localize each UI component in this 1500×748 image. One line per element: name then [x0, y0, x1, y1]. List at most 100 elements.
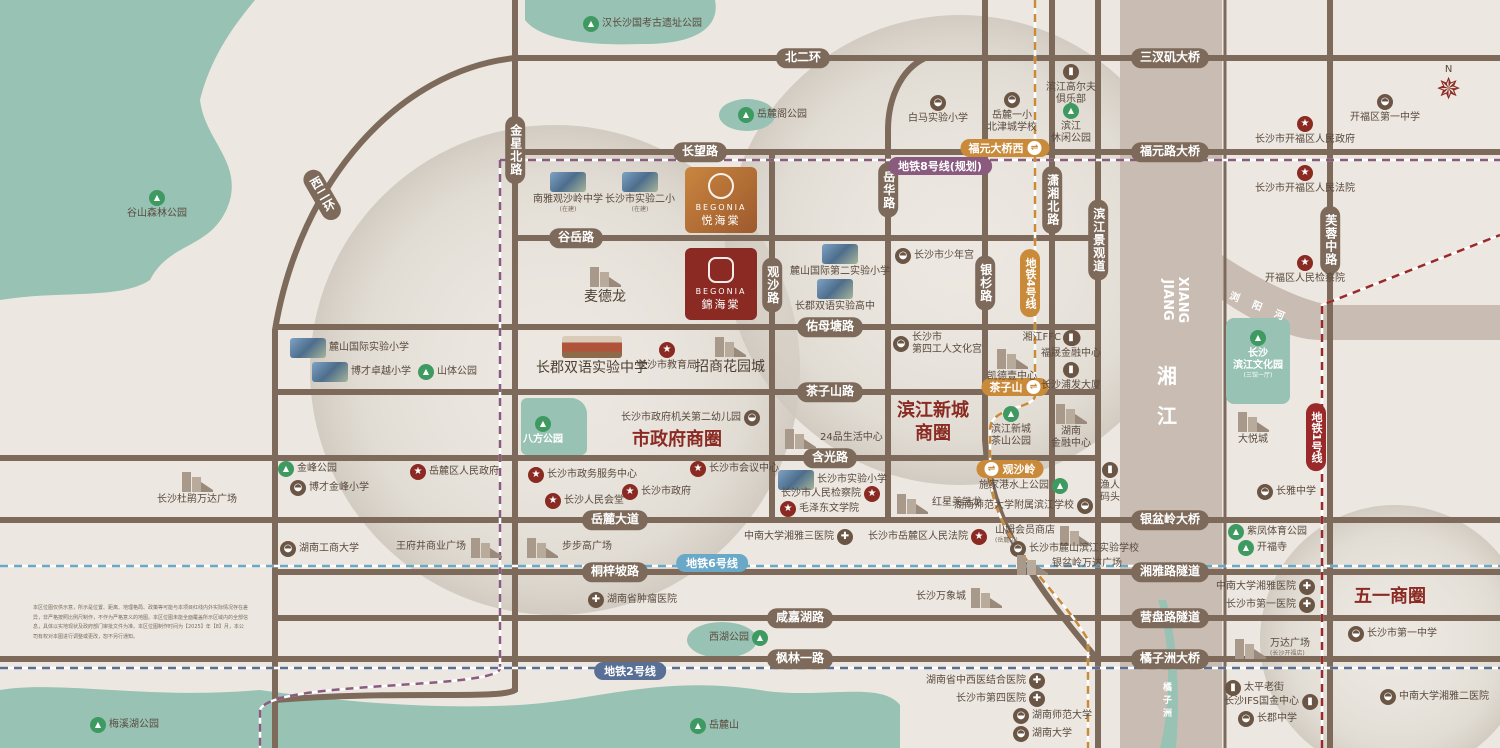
poi-hospital[interactable]: 湖南省中西医结合医院✚: [926, 673, 1045, 689]
poi-name: 麦德龙: [584, 289, 626, 305]
poi-building[interactable]: ▮滨江高尔夫 俱乐部: [1046, 64, 1096, 106]
poi-hospital[interactable]: 中南大学湘雅三医院✚: [744, 529, 853, 545]
poi-school[interactable]: ◒白马实验小学: [908, 95, 968, 125]
poi-park[interactable]: ▲开福寺: [1238, 540, 1287, 556]
poi-school[interactable]: ◒湖南工商大学: [280, 541, 359, 557]
hospital-icon: ✚: [1029, 673, 1045, 689]
poi-park[interactable]: ▲八方公园: [523, 416, 563, 446]
metro-station[interactable]: ⇌观沙岭: [976, 460, 1044, 478]
poi-mall[interactable]: 大悦城: [1236, 410, 1270, 446]
poi-school[interactable]: ◒湖南大学: [1013, 726, 1072, 742]
poi-hospital[interactable]: 长沙市第一医院✚: [1226, 597, 1315, 613]
poi-park[interactable]: ▲滨江 休闲公园: [1051, 103, 1091, 145]
poi-star[interactable]: ★长沙人民会堂: [545, 493, 624, 509]
poi-mall[interactable]: 麦德龙: [584, 265, 626, 306]
poi-photo-red[interactable]: 长郡双语实验中学: [536, 336, 648, 377]
poi-label-group: 长沙市教育局: [637, 360, 697, 372]
poi-park[interactable]: ▲山体公园: [418, 364, 477, 380]
poi-school[interactable]: 湖南师范大学附属滨江学校◒: [954, 498, 1093, 514]
poi-park[interactable]: ▲紫凤体育公园: [1228, 524, 1307, 540]
poi-mall[interactable]: 长沙万象城: [916, 586, 1003, 608]
metro-icon: ⇌: [1027, 141, 1042, 155]
poi-photo[interactable]: 长沙市实验二小(在建): [605, 172, 675, 213]
poi-school[interactable]: ◒博才金峰小学: [290, 480, 369, 496]
poi-name: 长郡中学: [1257, 713, 1297, 724]
poi-star[interactable]: 长沙市岳麓区人民法院★: [868, 529, 987, 545]
poi-star[interactable]: ★长沙市开福区人民政府: [1255, 116, 1355, 146]
poi-star[interactable]: 长沙市人民检察院★: [781, 486, 880, 502]
metro-station[interactable]: 福元大桥西⇌: [960, 139, 1050, 157]
poi-mall[interactable]: 长沙杜鹃万达广场: [157, 470, 237, 506]
poi-hospital[interactable]: 中南大学湘雅医院✚: [1216, 579, 1315, 595]
poi-school[interactable]: 长沙市政府机关第二幼儿园◒: [621, 410, 760, 426]
poi-school[interactable]: ◒长沙市少年宫: [895, 248, 974, 264]
poi-park[interactable]: ▲岳麓山: [690, 718, 739, 734]
poi-star[interactable]: ★长沙市开福区人民法院: [1255, 165, 1355, 195]
poi-star[interactable]: ★长沙市政府: [622, 484, 691, 500]
school-icon: ◒: [1348, 626, 1364, 642]
poi-building[interactable]: 长沙IFS国金中心▮: [1224, 694, 1318, 710]
poi-school[interactable]: ◒长沙市麓山滨江实验学校: [1010, 541, 1139, 557]
poi-photo[interactable]: 南雅观沙岭中学(在建): [533, 172, 603, 213]
poi-school[interactable]: ◒开福区第一中学: [1350, 94, 1420, 124]
poi-photo[interactable]: 长沙市实验小学: [778, 470, 887, 490]
poi-star[interactable]: ★岳麓区人民政府: [410, 464, 499, 480]
poi-mall[interactable]: 万达广场(长沙开福店): [1233, 637, 1310, 659]
poi-mall[interactable]: 红星美凯龙: [895, 492, 982, 514]
poi-park[interactable]: ▲汉长沙国考古遗址公园: [583, 16, 702, 32]
poi-photo[interactable]: 麓山国际实验小学: [290, 338, 409, 358]
poi-label-group: 招商花园城: [695, 359, 765, 376]
metro-station[interactable]: 茶子山⇌: [981, 378, 1049, 396]
poi-star[interactable]: ★长沙市会议中心: [690, 461, 779, 477]
project-yuehaitang[interactable]: BEGONIA 悦海棠: [685, 167, 757, 233]
poi-photo[interactable]: 博才卓越小学: [312, 362, 411, 382]
station-name: 福元大桥西: [968, 142, 1024, 155]
poi-name: 凯德壹中心: [987, 371, 1037, 382]
poi-mall[interactable]: 王府井商业广场: [396, 536, 503, 558]
poi-photo[interactable]: 长郡双语实验高中: [795, 279, 875, 313]
poi-hospital[interactable]: ✚湖南省肿瘤医院: [588, 592, 677, 608]
poi-building[interactable]: ▮福晟金融中心: [1041, 330, 1101, 360]
poi-mall[interactable]: 山姆会员商店(岳麓店): [995, 524, 1092, 546]
poi-park[interactable]: 施家港水上公园▲: [979, 478, 1068, 494]
poi-park[interactable]: ▲长沙 滨江文化园(三馆一厅): [1233, 330, 1283, 379]
poi-building[interactable]: ▮长沙浦发大厦: [1041, 362, 1101, 392]
poi-park[interactable]: ▲谷山森林公园: [127, 190, 187, 220]
poi-mall[interactable]: 银盆岭万达广场: [1015, 553, 1122, 575]
poi-mall[interactable]: 24品生活中心: [783, 427, 883, 449]
poi-park[interactable]: ▲金峰公园: [278, 461, 337, 477]
poi-star[interactable]: ★毛泽东文学院: [780, 501, 859, 517]
poi-school[interactable]: ◒中南大学湘雅二医院: [1380, 689, 1489, 705]
poi-mall[interactable]: 步步高广场: [525, 536, 612, 558]
poi-mall[interactable]: 招商花园城: [695, 335, 765, 376]
poi-mall[interactable]: 凯德壹中心: [987, 347, 1037, 383]
poi-star[interactable]: ★开福区人民检察院: [1265, 255, 1345, 285]
poi-building[interactable]: ▮渔人 码头: [1100, 462, 1120, 504]
poi-photo[interactable]: 麓山国际第二实验小学: [790, 244, 890, 278]
star-icon: ★: [971, 529, 987, 545]
poi-mall[interactable]: 湖南 金融中心: [1051, 402, 1091, 450]
metro-line-label: 地铁8号线(规划): [888, 157, 992, 175]
project-jinhaitang[interactable]: BEGONIA 錦海棠: [685, 248, 757, 320]
poi-school[interactable]: ◒长沙市 第四工人文化宫: [893, 332, 982, 356]
poi-hospital[interactable]: 长沙市第四医院✚: [956, 691, 1045, 707]
poi-school[interactable]: ◒长沙市第一中学: [1348, 626, 1437, 642]
poi-note: (在建): [559, 206, 577, 213]
building-icon: ▮: [1063, 64, 1079, 80]
poi-label-group: 凯德壹中心: [987, 371, 1037, 383]
poi-school[interactable]: ◒长郡中学: [1238, 711, 1297, 727]
mall-building-icon: [527, 538, 558, 558]
poi-park[interactable]: ▲梅溪湖公园: [90, 717, 159, 733]
poi-school[interactable]: ◒长雅中学: [1257, 484, 1316, 500]
poi-park[interactable]: ▲岳麓阁公园: [738, 107, 807, 123]
poi-star[interactable]: ★长沙市教育局: [637, 342, 697, 372]
poi-school[interactable]: ◒岳麓一小 北津城学校: [987, 92, 1037, 134]
jinhaitang-logo-icon: [708, 256, 734, 283]
poi-school[interactable]: ◒湖南师范大学: [1013, 708, 1092, 724]
poi-park[interactable]: 西湖公园▲: [709, 630, 768, 646]
poi-label-group: 长沙市政府机关第二幼儿园: [621, 412, 741, 424]
poi-park[interactable]: ▲滨江新城 茶山公园: [991, 406, 1031, 448]
poi-star[interactable]: ★长沙市政务服务中心: [528, 467, 637, 483]
poi-building[interactable]: ▮太平老街: [1225, 680, 1284, 696]
